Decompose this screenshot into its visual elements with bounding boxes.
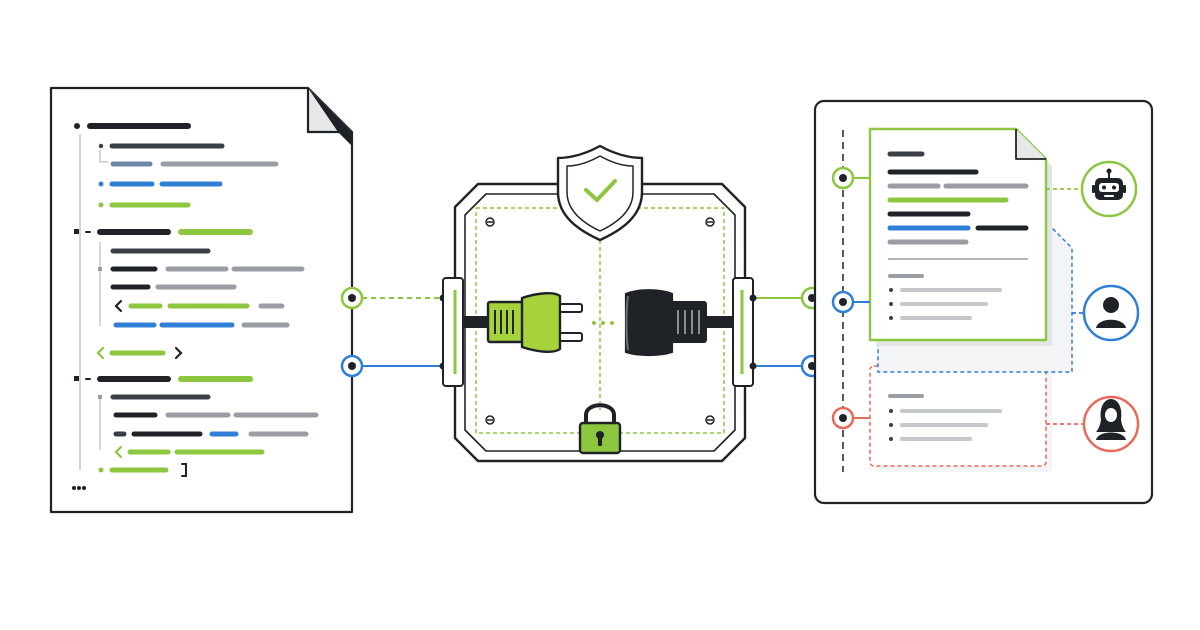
shield-check-icon	[556, 144, 644, 242]
right-rail	[732, 277, 754, 387]
code-lines	[74, 123, 319, 477]
panel-node-red	[831, 406, 870, 430]
ellipsis-icon	[72, 486, 86, 490]
connection-dots	[592, 321, 614, 325]
power-plug-icon	[463, 292, 583, 353]
client-panel	[813, 99, 1154, 505]
panel-node-green	[831, 166, 870, 190]
robot-icon	[1080, 160, 1138, 218]
panel-node-blue	[831, 290, 870, 314]
left-connector-blue	[340, 354, 447, 378]
left-connector-green	[340, 286, 447, 310]
right-connector-green	[749, 286, 824, 310]
left-rail	[442, 277, 464, 387]
document-card-red	[869, 365, 1052, 472]
user-female-icon	[1082, 395, 1140, 453]
right-connector-blue	[749, 354, 824, 378]
secure-connection-hub	[442, 144, 754, 463]
power-socket-icon	[624, 289, 733, 357]
document-card-green	[868, 127, 1052, 346]
tree-guides	[79, 134, 108, 470]
screws	[485, 217, 715, 425]
code-document-icon	[49, 86, 354, 514]
padlock-icon	[578, 403, 622, 455]
user-icon	[1082, 284, 1140, 342]
